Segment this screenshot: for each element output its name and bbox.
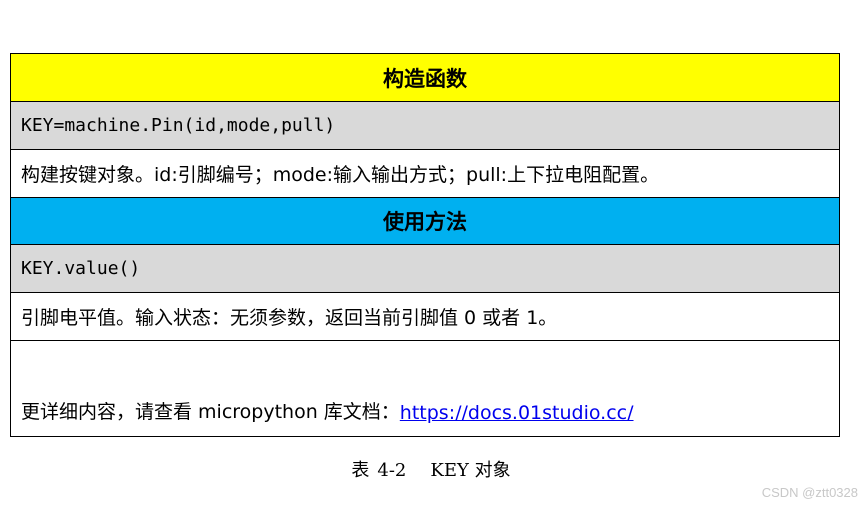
usage-code-row: KEY.value()	[11, 245, 839, 293]
constructor-code-row: KEY=machine.Pin(id,mode,pull)	[11, 102, 839, 150]
more-info-text: 更详细内容，请查看 micropython 库文档：	[21, 401, 400, 423]
usage-description: 引脚电平值。输入状态：无须参数，返回当前引脚值 0 或者 1。	[21, 307, 558, 329]
key-object-table: 构造函数 KEY=machine.Pin(id,mode,pull) 构建按键对…	[10, 53, 840, 437]
more-info-row: 更详细内容，请查看 micropython 库文档：https://docs.0…	[11, 341, 839, 436]
usage-header-row: 使用方法	[11, 198, 839, 245]
constructor-description: 构建按键对象。id:引脚编号；mode:输入输出方式；pull:上下拉电阻配置。	[21, 164, 660, 186]
caption-title: KEY 对象	[430, 460, 511, 481]
caption-label: 表	[351, 460, 370, 481]
csdn-watermark: CSDN @ztt0328	[761, 485, 858, 500]
caption-number: 4-2	[377, 460, 407, 481]
constructor-header: 构造函数	[383, 66, 467, 91]
table-caption: 表 4-2 KEY 对象	[0, 456, 862, 482]
constructor-desc-row: 构建按键对象。id:引脚编号；mode:输入输出方式；pull:上下拉电阻配置。	[11, 150, 839, 198]
usage-code: KEY.value()	[21, 258, 141, 279]
constructor-header-row: 构造函数	[11, 54, 839, 102]
usage-header: 使用方法	[383, 210, 467, 234]
usage-desc-row: 引脚电平值。输入状态：无须参数，返回当前引脚值 0 或者 1。	[11, 293, 839, 341]
constructor-code: KEY=machine.Pin(id,mode,pull)	[21, 115, 336, 136]
docs-link[interactable]: https://docs.01studio.cc/	[399, 402, 634, 424]
